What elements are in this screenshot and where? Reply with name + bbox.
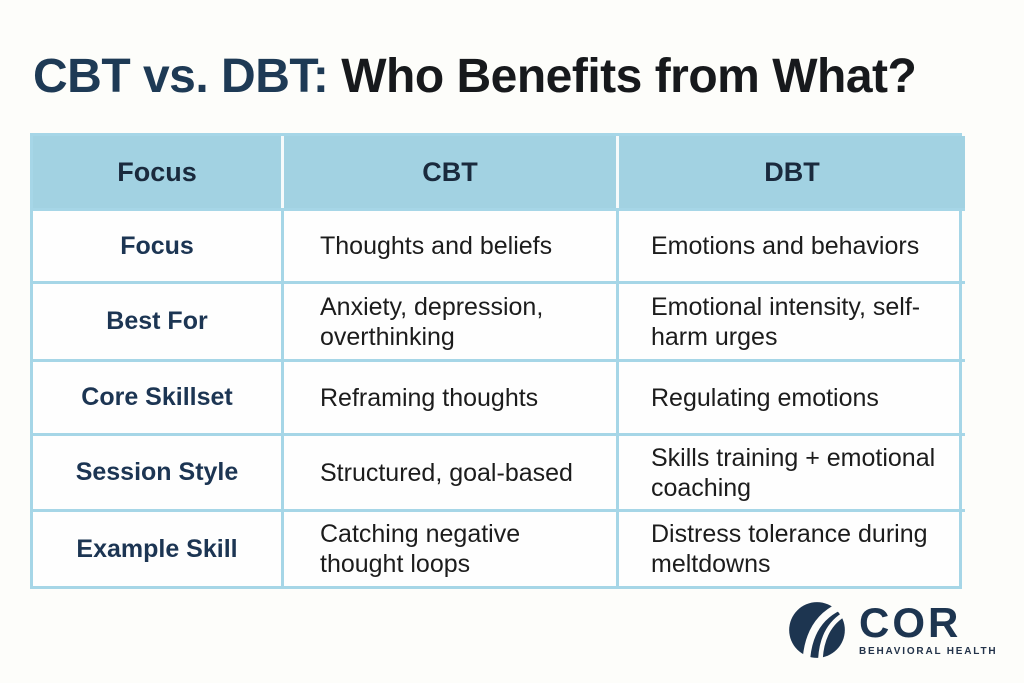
cor-logo-icon	[789, 602, 845, 659]
table-header-focus: Focus	[33, 136, 281, 208]
cell-example-skill-dbt: Distress tolerance during meltdowns	[616, 509, 965, 586]
cell-session-style-cbt: Structured, goal-based	[281, 433, 616, 509]
row-label-session-style: Session Style	[33, 433, 281, 509]
comparison-table: Focus CBT DBT Focus Thoughts and beliefs…	[30, 133, 965, 589]
table-header-dbt: DBT	[616, 136, 965, 208]
cell-core-skillset-cbt: Reframing thoughts	[281, 359, 616, 433]
row-label-best-for: Best For	[33, 281, 281, 359]
cell-focus-cbt: Thoughts and beliefs	[281, 208, 616, 281]
cor-logo-text: COR BEHAVIORAL HEALTH	[859, 599, 998, 658]
cell-core-skillset-dbt: Regulating emotions	[616, 359, 965, 433]
cell-session-style-dbt: Skills training + emotional coaching	[616, 433, 965, 509]
page-title: CBT vs. DBT: Who Benefits from What?	[33, 49, 917, 104]
cell-best-for-dbt: Emotional intensity, self-harm urges	[616, 281, 965, 359]
cor-logo-name: COR	[859, 599, 962, 646]
cor-logo: COR BEHAVIORAL HEALTH	[788, 601, 997, 659]
title-highlight: CBT vs. DBT:	[33, 50, 329, 103]
row-label-example-skill: Example Skill	[33, 509, 281, 586]
cell-focus-dbt: Emotions and behaviors	[616, 208, 965, 281]
title-rest: Who Benefits from What?	[328, 50, 917, 103]
table-header-cbt: CBT	[281, 136, 616, 208]
cell-best-for-cbt: Anxiety, depression, overthinking	[281, 281, 616, 359]
cell-example-skill-cbt: Catching negative thought loops	[281, 509, 616, 586]
cor-logo-tagline: BEHAVIORAL HEALTH	[859, 646, 998, 657]
row-label-core-skillset: Core Skillset	[33, 359, 281, 433]
row-label-focus: Focus	[33, 208, 281, 281]
